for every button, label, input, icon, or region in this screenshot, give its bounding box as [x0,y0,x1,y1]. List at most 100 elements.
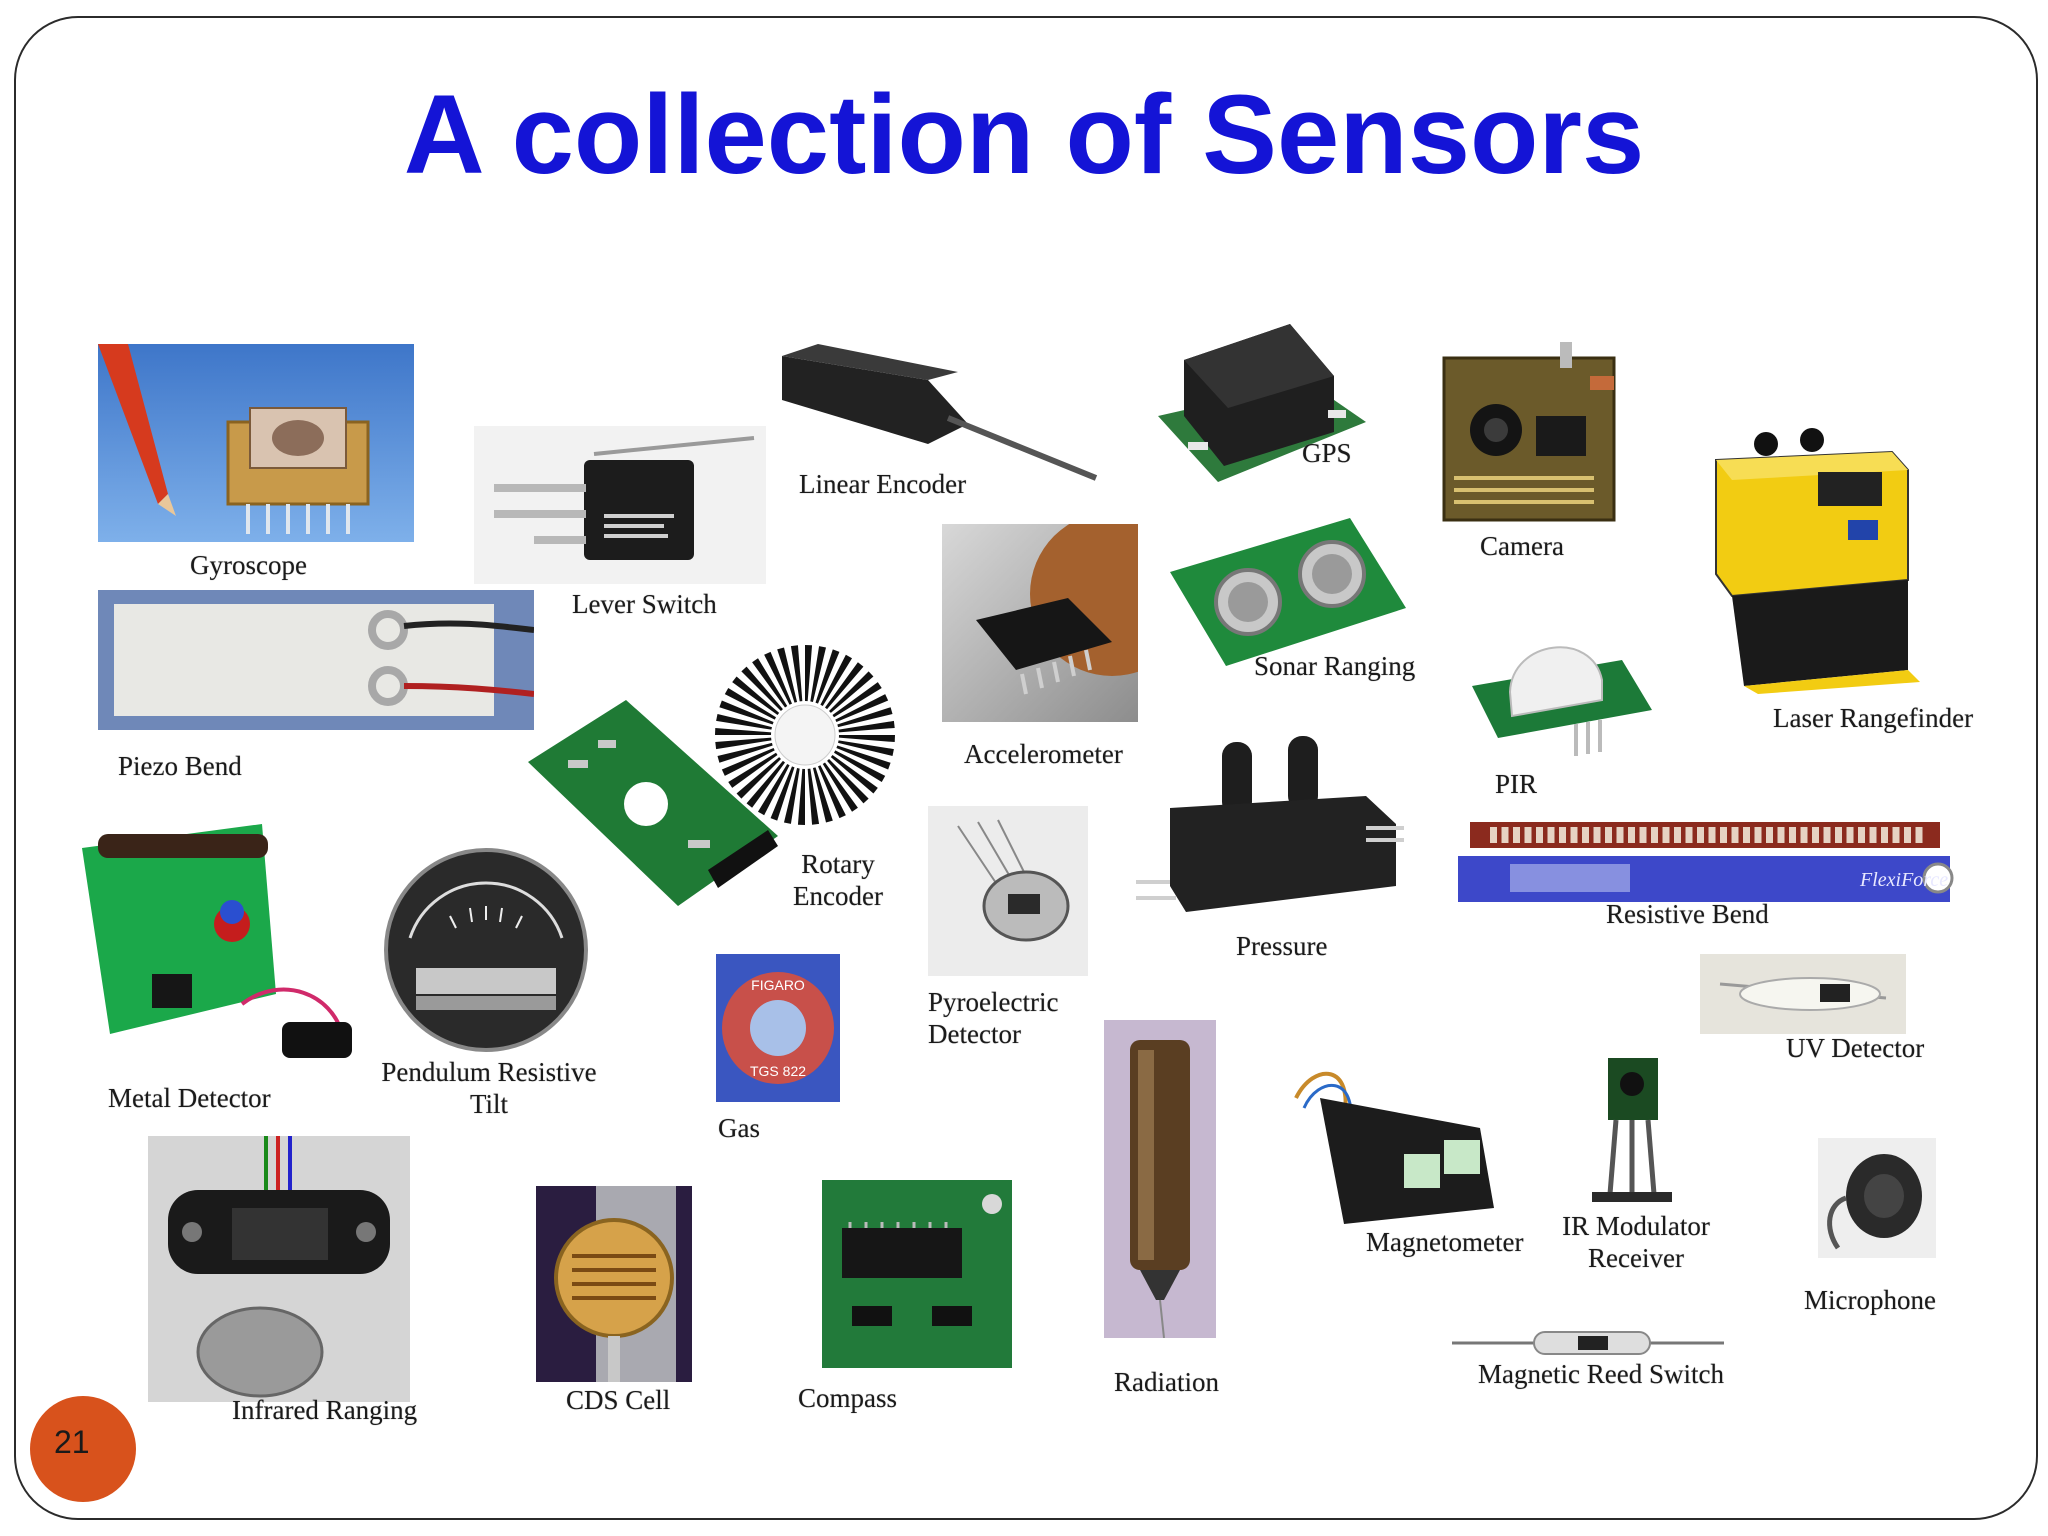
bend-stripe [1869,827,1877,843]
radiation-image [1104,1020,1216,1338]
ir-modulator-label-line2: Receiver [1588,1243,1684,1273]
encoder-spoke [833,750,886,783]
bend-stripe [1639,827,1647,843]
encoder-spoke [721,748,775,776]
resistive-bend-label: Resistive Bend [1606,899,1769,929]
bend-stripe [1490,827,1497,843]
camera-label: Camera [1480,531,1564,561]
cds-cell-image [536,1186,692,1382]
accelerometer-label: Accelerometer [964,739,1123,769]
accelerometer-image [942,524,1138,722]
bend-stripe [1582,827,1589,843]
encoder-spoke [757,763,790,816]
ir-modulator-label-line1: IR Modulator [1562,1211,1710,1241]
encoder-spoke [812,767,833,823]
bend-stripe [1846,827,1854,843]
encoder-spoke [807,768,820,825]
pyroelectric-label-line1: Pyroelectric [928,987,1059,1017]
pendulum-tilt-label-line1: Pendulum Resistive [381,1057,597,1087]
laser-rangefinder-image [1708,424,1928,694]
encoder-spoke [829,671,874,713]
encoder-spoke [837,707,893,728]
bend-stripe [1685,827,1693,843]
gas-brand-text: FIGARO [751,977,805,993]
bend-stripe [1915,827,1923,843]
encoder-spoke [836,745,891,770]
compass-label: Compass [798,1383,898,1413]
infrared-ranging-label: Infrared Ranging [232,1395,418,1425]
bend-stripe [1777,827,1785,843]
camera-image [1440,336,1618,524]
pyroelectric-detector-label: Pyroelectric Detector [928,986,1058,1050]
gas-label: Gas [718,1113,760,1143]
encoder-spoke [838,735,895,743]
bend-stripe [1570,827,1578,843]
encoder-spoke [715,727,772,735]
encoder-spoke [838,740,894,757]
encoder-spoke [715,737,772,750]
encoder-spoke [810,646,827,702]
pressure-image [1126,736,1404,916]
bend-stripe [1720,827,1727,843]
encoder-spoke [830,754,878,794]
encoder-spoke [838,720,895,733]
lever-switch-image [474,426,766,584]
rotary-encoder-disk-image [712,642,898,828]
gyroscope-image [98,344,414,542]
pendulum-tilt-image [380,846,598,1058]
bend-stripe [1536,827,1543,843]
rotary-encoder-board-image [528,700,778,906]
uv-detector-image [1700,954,1906,1034]
bend-stripe [1800,827,1808,843]
pendulum-tilt-label-line2: Tilt [469,1089,509,1119]
encoder-disk-svg [715,645,895,825]
encoder-spoke [832,682,882,718]
encoder-spoke [827,759,869,804]
slide-title: A collection of Sensors [403,72,1645,197]
bend-stripe [1881,827,1888,843]
encoder-spoke [824,662,864,710]
sonar-ranging-label: Sonar Ranging [1254,651,1416,681]
linear-encoder-image [778,340,1104,486]
encoder-spoke [724,687,777,720]
rotary-encoder-label-line2: Encoder [793,881,883,911]
cds-cell-label: CDS Cell [566,1385,671,1415]
page-number: 21 [54,1424,90,1460]
ir-modulator-image [1586,1054,1678,1202]
resistive-bend-svg: FlexiForce [1458,822,1954,902]
bend-stripe [1766,827,1773,843]
ir-modulator-label: IR Modulator Receiver [1546,1210,1726,1274]
magnetometer-label: Magnetometer [1366,1227,1524,1257]
gyroscope-label: Gyroscope [190,550,307,580]
encoder-spoke [746,760,786,808]
pir-image [1472,620,1652,760]
bend-stripe [1731,827,1739,843]
encoder-spoke [815,649,840,704]
encoder-spoke [790,645,803,702]
rotary-encoder-label: Rotary Encoder [778,848,898,912]
encoder-spoke [783,768,800,824]
microphone-label: Microphone [1804,1285,1936,1315]
bend-stripe [1754,827,1762,843]
piezo-bend-label: Piezo Bend [118,751,242,781]
bend-stripe [1513,827,1520,843]
gas-sensor-image: FIGARO TGS 822 [716,954,840,1102]
compass-image [822,1176,1018,1372]
gps-label: GPS [1302,438,1352,468]
magnetometer-image [1284,1058,1506,1228]
laser-rangefinder-label: Laser Rangefinder [1773,703,1974,733]
metal-detector-image [82,824,354,1064]
flexiforce-text: FlexiForce [1859,869,1948,891]
bend-stripe [1789,827,1796,843]
bend-stripe [1501,827,1509,843]
pir-label: PIR [1495,769,1538,799]
encoder-spoke [805,645,813,702]
gps-image [1158,312,1366,488]
encoder-spoke [777,647,798,703]
encoder-spoke [732,676,780,716]
bend-stripe [1651,827,1658,843]
page-number-badge [30,1396,136,1502]
bend-stripe [1823,827,1831,843]
magnetic-reed-switch-image [1452,1326,1724,1360]
bend-stripe [1892,827,1900,843]
